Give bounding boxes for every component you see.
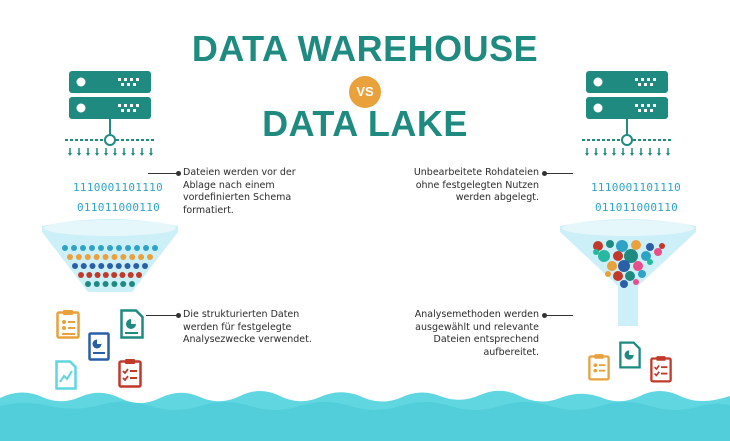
server-icon-left bbox=[65, 71, 155, 156]
data-dot bbox=[134, 245, 140, 251]
data-dot bbox=[80, 245, 86, 251]
data-dot bbox=[107, 245, 113, 251]
report-icon bbox=[88, 332, 110, 361]
data-dot bbox=[111, 254, 118, 260]
data-dot bbox=[111, 272, 118, 278]
data-dot bbox=[93, 281, 100, 287]
data-dot bbox=[119, 272, 126, 278]
data-dot bbox=[98, 245, 104, 251]
chart-document-icon-right bbox=[619, 341, 641, 369]
data-dot bbox=[607, 261, 617, 271]
line-chart-document-icon bbox=[55, 360, 77, 390]
data-dot bbox=[89, 245, 95, 251]
data-dot bbox=[605, 271, 611, 277]
data-dot bbox=[129, 281, 135, 287]
data-dot bbox=[143, 245, 149, 251]
data-dot bbox=[654, 248, 662, 256]
connector-dot-left-top bbox=[176, 171, 181, 176]
connector-line-left-bottom bbox=[146, 315, 178, 316]
data-dot bbox=[618, 260, 630, 272]
data-dot bbox=[124, 263, 131, 269]
data-dot bbox=[620, 280, 628, 288]
clipboard-icon-right bbox=[588, 354, 610, 381]
chart-document-icon-left bbox=[120, 309, 144, 339]
vs-badge: VS bbox=[349, 76, 381, 108]
connector-line-right-bottom bbox=[545, 315, 573, 316]
connector-dot-right-top bbox=[542, 171, 547, 176]
binary-right-2: 011011000110 bbox=[595, 201, 679, 214]
data-dot bbox=[62, 245, 68, 251]
data-dot bbox=[93, 254, 100, 260]
binary-left-1: 1110001101110 bbox=[73, 181, 163, 194]
data-dot bbox=[142, 263, 148, 269]
data-dot bbox=[84, 254, 91, 260]
note-left-top: Dateien werden vor der Ablage nach einem… bbox=[183, 167, 296, 216]
funnel-icon-right bbox=[560, 219, 696, 326]
data-dot bbox=[78, 272, 84, 278]
clipboard-icon bbox=[56, 310, 80, 339]
note-right-top: Unbearbeitete Rohdateien ohne festgelegt… bbox=[413, 167, 539, 203]
data-dot bbox=[646, 243, 654, 251]
data-dot bbox=[659, 243, 665, 249]
data-dot bbox=[147, 254, 153, 260]
data-dot bbox=[80, 263, 87, 269]
data-dot bbox=[631, 240, 641, 250]
data-dot bbox=[94, 272, 101, 278]
data-dot bbox=[89, 263, 96, 269]
data-dot bbox=[116, 245, 122, 251]
checklist-icon-left bbox=[118, 359, 142, 388]
connector-dot-left-bottom bbox=[176, 313, 181, 318]
data-dot bbox=[111, 281, 118, 287]
data-dot bbox=[120, 254, 127, 260]
data-dot bbox=[120, 281, 127, 287]
wave-decoration bbox=[0, 390, 730, 441]
connector-line-right-top bbox=[545, 173, 573, 174]
server-icon-right bbox=[582, 71, 672, 156]
data-dot bbox=[613, 251, 623, 261]
data-dot bbox=[115, 263, 122, 269]
note-left-bottom: Die strukturierten Daten werden für fest… bbox=[183, 309, 312, 345]
data-dot bbox=[606, 240, 614, 248]
data-dot bbox=[71, 245, 77, 251]
funnel-icon-left bbox=[42, 219, 178, 292]
data-dot bbox=[616, 240, 628, 252]
data-dot bbox=[633, 261, 643, 271]
binary-left-2: 011011000110 bbox=[77, 201, 161, 214]
data-dot bbox=[613, 271, 623, 281]
data-dot bbox=[85, 281, 91, 287]
data-dot bbox=[102, 272, 109, 278]
data-dot bbox=[72, 263, 78, 269]
title-data-lake: DATA LAKE bbox=[262, 103, 468, 144]
data-dot bbox=[624, 249, 638, 263]
data-dot bbox=[67, 254, 73, 260]
data-dot bbox=[125, 245, 131, 251]
data-dot bbox=[633, 279, 639, 285]
data-dot bbox=[102, 254, 109, 260]
data-dot bbox=[102, 281, 109, 287]
data-dot bbox=[129, 254, 136, 260]
data-dot bbox=[133, 263, 140, 269]
checklist-icon-right bbox=[650, 356, 672, 383]
connector-line-left-top bbox=[148, 173, 178, 174]
connector-dot-right-bottom bbox=[542, 313, 547, 318]
data-dot bbox=[625, 271, 635, 281]
data-dot bbox=[593, 249, 599, 255]
data-dot bbox=[641, 251, 651, 261]
data-dot bbox=[598, 250, 610, 262]
data-dot bbox=[647, 259, 653, 265]
data-dot bbox=[98, 263, 105, 269]
data-dot bbox=[75, 254, 82, 260]
data-dot bbox=[136, 272, 142, 278]
data-dot bbox=[127, 272, 134, 278]
data-dot bbox=[638, 270, 646, 278]
binary-right-1: 1110001101110 bbox=[591, 181, 681, 194]
data-dot bbox=[86, 272, 93, 278]
note-right-bottom: Analysemethoden werden ausgewählt und re… bbox=[414, 309, 539, 358]
data-dot bbox=[593, 241, 603, 251]
data-dot bbox=[152, 245, 158, 251]
data-dot bbox=[138, 254, 145, 260]
data-dot bbox=[107, 263, 113, 269]
title-data-warehouse: DATA WAREHOUSE bbox=[191, 28, 539, 69]
